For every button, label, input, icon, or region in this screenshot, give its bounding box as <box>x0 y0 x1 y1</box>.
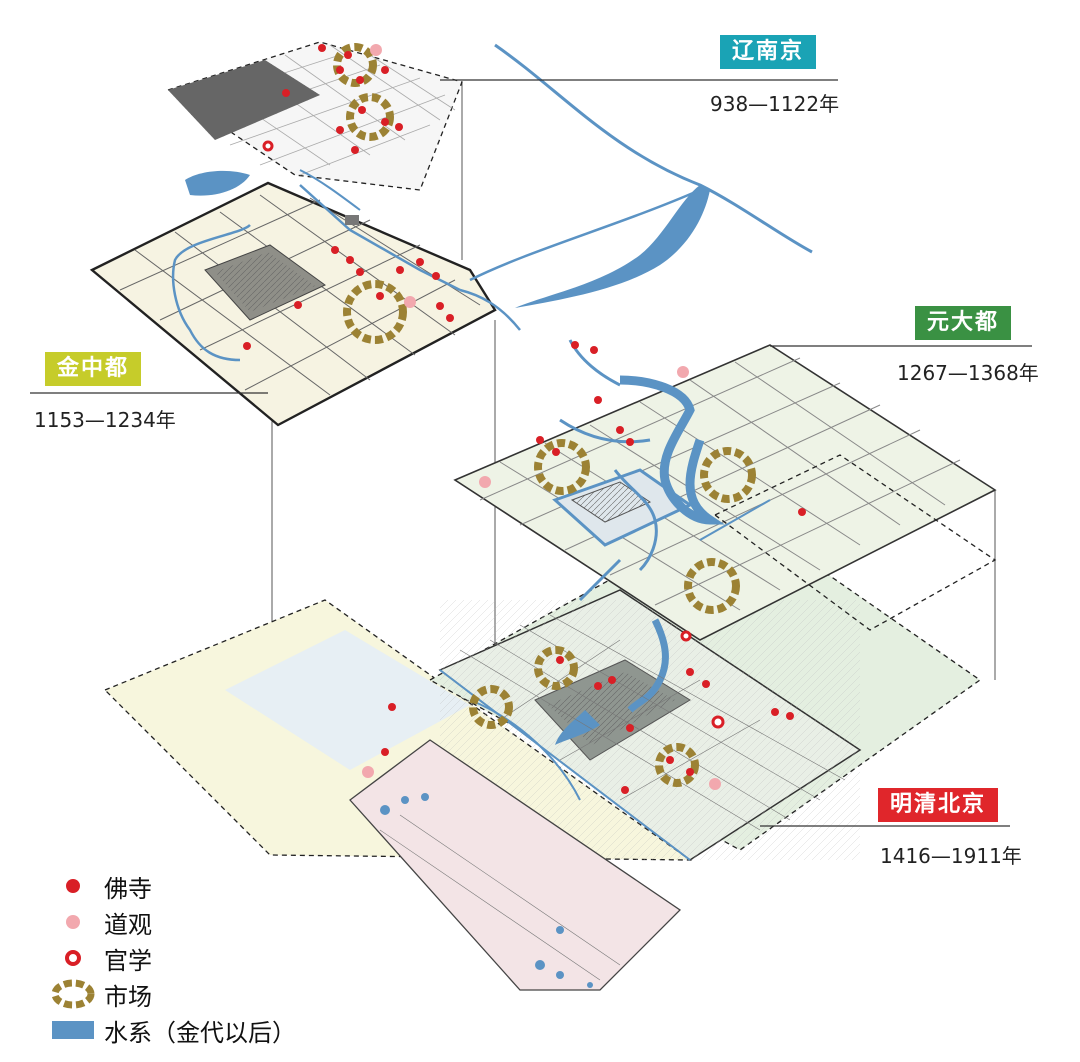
era-tag-liao: 辽南京 <box>720 35 817 69</box>
era-years-yuan: 1267—1368年 <box>897 361 1039 385</box>
liao-nanjing-layer <box>166 41 463 211</box>
yuan-dadu-layer <box>453 339 997 641</box>
legend-item-water-system: 水系（金代以后） <box>46 1012 296 1048</box>
legend-label: 市场 <box>104 982 152 1011</box>
jin-zhongdu-layer <box>89 170 521 427</box>
yuan-city-wall <box>453 344 997 641</box>
market-ring-icon <box>51 979 95 1009</box>
era-years-ming: 1416—1911年 <box>880 844 1022 868</box>
legend-label: 佛寺 <box>104 874 152 903</box>
legend-item-buddhist-temple: 佛寺 <box>46 868 296 904</box>
legend-label: 道观 <box>104 910 152 939</box>
ming-qing-layer <box>103 509 982 991</box>
river-system <box>469 43 813 308</box>
era-years-jin: 1153—1234年 <box>34 408 176 432</box>
market-rings <box>333 43 756 787</box>
jin-city-wall <box>89 181 497 427</box>
official-school-markers <box>262 140 725 729</box>
legend-label: 官学 <box>104 946 152 975</box>
map-legend: 佛寺 道观 官学 市场 水系（金代以后） <box>46 868 296 1048</box>
era-tag-ming: 明清北京 <box>878 788 999 822</box>
ming-outer-city <box>349 739 682 991</box>
buddhist-temple-icon <box>66 879 80 893</box>
legend-item-taoist-temple: 道观 <box>46 904 296 940</box>
era-tag-jin: 金中都 <box>45 352 142 386</box>
water-system-swatch-icon <box>52 1021 94 1039</box>
era-tag-yuan: 元大都 <box>915 306 1012 340</box>
official-school-icon <box>65 950 81 966</box>
taoist-temple-markers <box>362 44 721 790</box>
label-leaders <box>30 79 1032 827</box>
buddhist-temple-markers <box>243 44 806 794</box>
taoist-temple-icon <box>66 915 80 929</box>
legend-item-official-school: 官学 <box>46 940 296 976</box>
ming-west-blue-zone <box>225 630 470 770</box>
era-years-liao: 938—1122年 <box>710 92 840 116</box>
legend-item-market: 市场 <box>46 976 296 1012</box>
legend-label: 水系（金代以后） <box>104 1018 296 1047</box>
